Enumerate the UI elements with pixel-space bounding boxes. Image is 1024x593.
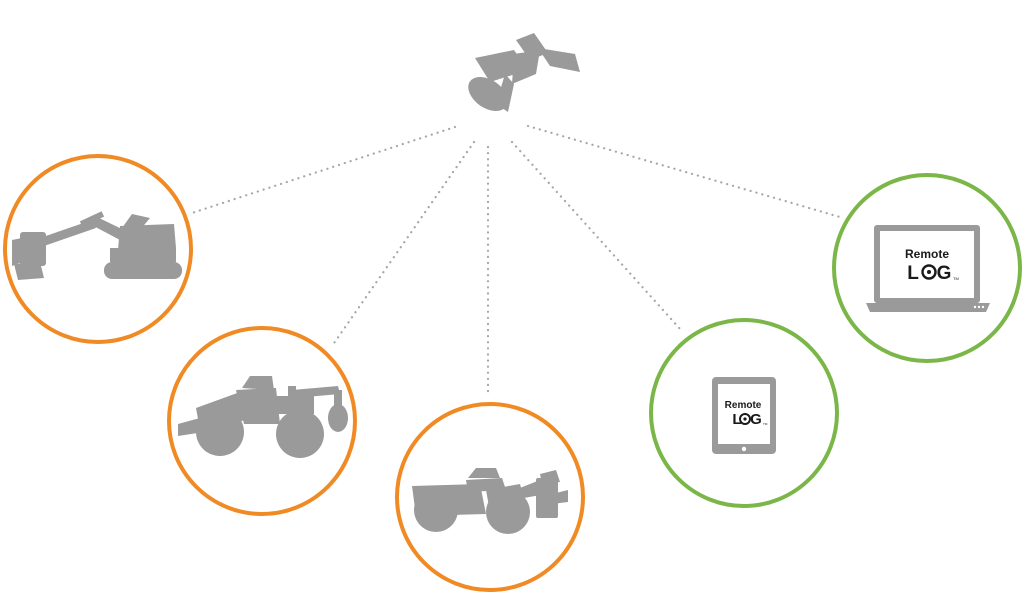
machine-node-wheeled-feller [395, 402, 585, 592]
logo-wordmark-g: G [750, 411, 762, 428]
device-node-laptop: Remote L G TM [832, 173, 1022, 363]
logo-wordmark-l: L [732, 411, 741, 428]
link-satellite-laptop [526, 124, 842, 219]
link-satellite-skidder [330, 140, 476, 348]
logo-trademark: TM [763, 422, 768, 426]
wheeled-feller-buncher-icon [412, 468, 568, 534]
tablet-icon: Remote L G TM [712, 377, 776, 454]
satellite-icon [468, 33, 580, 112]
machine-node-skidder [167, 326, 357, 516]
signal-icon [739, 413, 751, 425]
remotelog-logo: Remote L G TM [725, 400, 768, 428]
machine-node-feller-buncher [3, 154, 193, 344]
logo-wordmark-g: G [937, 263, 952, 284]
machine-ring [167, 326, 357, 516]
link-satellite-feller-buncher [190, 125, 457, 215]
machine-ring [3, 154, 193, 344]
logo-wordmark-l: L [907, 263, 919, 284]
logo-word: Remote [725, 400, 762, 411]
device-ring [832, 173, 1022, 363]
device-ring [649, 318, 839, 508]
svg-text:L: L [732, 411, 741, 428]
connection-lines [190, 124, 842, 394]
remotelog-logo: Remote L G TM [905, 247, 959, 284]
machine-ring [395, 402, 585, 592]
logo-word: Remote [905, 247, 949, 261]
signal-icon [921, 264, 937, 280]
device-node-tablet: Remote L G TM [649, 318, 839, 508]
logo-trademark: TM [953, 276, 959, 281]
laptop-icon: Remote L G TM [866, 225, 990, 312]
skidder-icon [178, 376, 348, 458]
feller-buncher-icon [12, 211, 182, 280]
link-satellite-tablet [510, 140, 683, 332]
